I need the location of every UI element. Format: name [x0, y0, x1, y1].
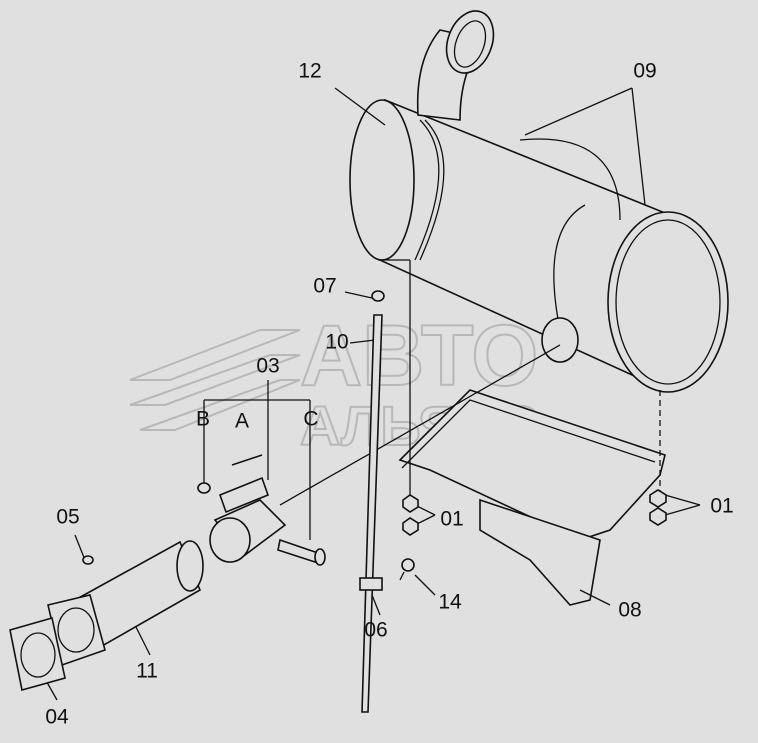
- label-08: 08: [618, 599, 641, 622]
- nuts: [399, 489, 667, 581]
- label-a: A: [235, 410, 249, 433]
- exhaust-pipe: [9, 540, 204, 692]
- label-01-right: 01: [710, 495, 733, 518]
- part-labels: 12 09 07 10 03 B A C 05 01 01 14 06 08 1…: [45, 60, 733, 729]
- label-05: 05: [56, 506, 79, 529]
- label-11: 11: [136, 660, 158, 683]
- label-03: 03: [256, 355, 279, 378]
- label-01-center: 01: [440, 508, 463, 531]
- label-10: 10: [325, 331, 348, 354]
- muffler: [349, 10, 729, 393]
- label-07: 07: [313, 275, 336, 298]
- bracket: [398, 389, 666, 606]
- rod: [359, 290, 385, 713]
- label-14: 14: [438, 591, 462, 614]
- label-b: B: [196, 408, 210, 431]
- label-09: 09: [633, 60, 656, 83]
- label-c: C: [303, 408, 318, 431]
- svg-text:АВТО: АВТО: [300, 308, 538, 404]
- label-12: 12: [298, 60, 321, 83]
- label-06: 06: [364, 619, 387, 642]
- label-04: 04: [45, 706, 69, 729]
- clamp-and-bolt: [197, 454, 326, 566]
